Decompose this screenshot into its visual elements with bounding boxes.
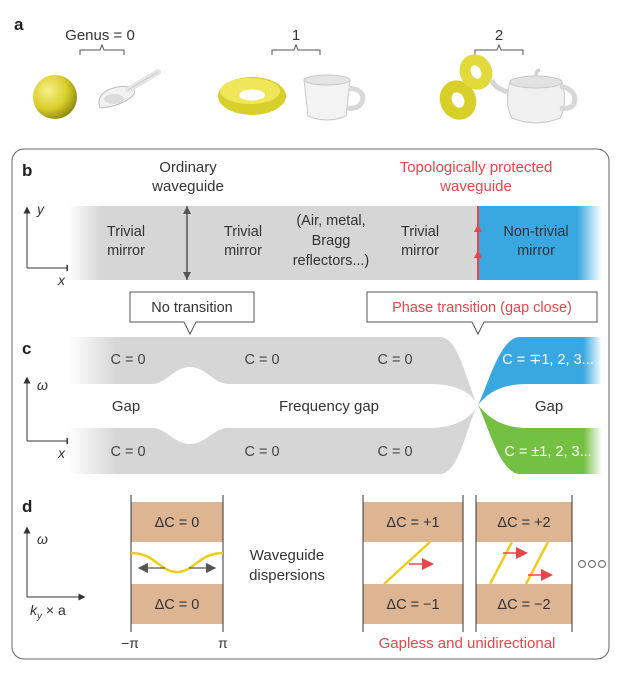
box3-dispersion-line-2 bbox=[524, 541, 550, 585]
upper-label-3: C = 0 bbox=[377, 352, 412, 368]
trivial-2-line1: Trivial bbox=[224, 224, 262, 240]
ordinary-title-1: Ordinary bbox=[159, 159, 217, 176]
lower-label-4: C = ±1, 2, 3... bbox=[504, 444, 591, 460]
lower-label-3: C = 0 bbox=[377, 444, 412, 460]
tick-pi: π bbox=[218, 635, 228, 651]
box2-bottom-label: ΔC = −1 bbox=[386, 597, 439, 613]
box3-bottom-label: ΔC = −2 bbox=[497, 597, 550, 613]
box2-top-label: ΔC = +1 bbox=[386, 515, 439, 531]
teapot-object bbox=[489, 68, 578, 124]
c-x-label: x bbox=[57, 445, 66, 461]
cup-object bbox=[303, 74, 366, 121]
box1-top-label: ΔC = 0 bbox=[155, 515, 200, 531]
lower-band bbox=[68, 405, 478, 474]
waveguide-text-1: Waveguide bbox=[250, 547, 325, 564]
panel-c: c ω x C = 0 C = 0 C = 0 C = ∓1, 2, 3... … bbox=[22, 337, 602, 474]
box1-dispersion-curve bbox=[130, 551, 224, 574]
nontrivial-strip bbox=[478, 206, 602, 280]
trivial-2-line2: mirror bbox=[224, 243, 262, 259]
nontrivial-line1: Non-trivial bbox=[503, 224, 568, 240]
upper-band bbox=[68, 337, 478, 405]
box1-bottom-band bbox=[131, 584, 223, 624]
box3-top-band bbox=[476, 502, 572, 542]
callout-phase-transition-text: Phase transition (gap close) bbox=[392, 300, 572, 316]
panel-b: b Ordinary waveguide Topologically prote… bbox=[22, 159, 602, 336]
genus-0-label: Genus = 0 bbox=[65, 27, 135, 44]
protected-arrow-1 bbox=[474, 224, 482, 232]
gap-left-label: Gap bbox=[112, 398, 140, 415]
genus-2-brace bbox=[474, 43, 524, 55]
box2-dispersion-line bbox=[383, 541, 431, 585]
box2-bottom-band bbox=[363, 584, 463, 624]
protected-title-1: Topologically protected bbox=[400, 159, 553, 176]
callout-no-transition-text: No transition bbox=[151, 300, 232, 316]
panel-d: d ω ky × a ΔC = 0 ΔC = 0 −π π Waveguide … bbox=[22, 495, 607, 652]
ordinary-arrow-down bbox=[183, 272, 191, 280]
genus-2-label: 2 bbox=[495, 27, 503, 44]
protected-title-2: waveguide bbox=[439, 178, 512, 195]
trivial-3-line2: mirror bbox=[401, 243, 439, 259]
dispersion-box-3: ΔC = +2 ΔC = −2 bbox=[475, 495, 573, 632]
dispersion-box-1: ΔC = 0 ΔC = 0 bbox=[130, 495, 224, 632]
ordinary-title-2: waveguide bbox=[151, 178, 224, 195]
lower-label-2: C = 0 bbox=[244, 444, 279, 460]
genus-1-brace bbox=[271, 43, 321, 55]
genus-0-brace bbox=[79, 43, 125, 55]
box3-dispersion-line-1 bbox=[488, 541, 514, 585]
panel-c-label: c bbox=[22, 339, 31, 358]
genus-1-label: 1 bbox=[292, 27, 300, 44]
gap-middle-label: Frequency gap bbox=[279, 398, 379, 415]
torus-object bbox=[218, 77, 286, 115]
lower-label-1: C = 0 bbox=[110, 444, 145, 460]
gap-right-label: Gap bbox=[535, 398, 563, 415]
upper-nontrivial-band bbox=[478, 337, 602, 405]
spoon-object bbox=[98, 69, 161, 109]
trivial-1-line2: mirror bbox=[107, 243, 145, 259]
panel-d-label: d bbox=[22, 497, 32, 516]
protected-arrow-2 bbox=[474, 250, 482, 258]
ordinary-arrow-up bbox=[183, 206, 191, 214]
panel-a: a Genus = 0 1 2 bbox=[14, 15, 578, 124]
b-y-label: y bbox=[36, 201, 45, 217]
d-x-label: ky × a bbox=[30, 602, 66, 622]
double-torus-object bbox=[439, 54, 493, 120]
upper-label-4: C = ∓1, 2, 3... bbox=[502, 352, 594, 368]
upper-label-2: C = 0 bbox=[244, 352, 279, 368]
box1-bottom-label: ΔC = 0 bbox=[155, 597, 200, 613]
box2-top-band bbox=[363, 502, 463, 542]
callout-phase-transition: Phase transition (gap close) bbox=[366, 291, 598, 336]
nontrivial-line2: mirror bbox=[517, 243, 555, 259]
panel-a-label: a bbox=[14, 15, 24, 34]
trivial-strip bbox=[68, 206, 478, 280]
box3-top-label: ΔC = +2 bbox=[497, 515, 550, 531]
c-y-label: ω bbox=[37, 377, 48, 393]
upper-label-1: C = 0 bbox=[110, 352, 145, 368]
middle-line3: reflectors...) bbox=[293, 253, 370, 269]
dispersion-box-2: ΔC = +1 ΔC = −1 bbox=[362, 495, 464, 632]
gapless-caption: Gapless and unidirectional bbox=[379, 635, 556, 652]
lower-nontrivial-band bbox=[478, 405, 602, 474]
tick-minus-pi: −π bbox=[121, 635, 139, 651]
middle-line2: Bragg bbox=[312, 233, 351, 249]
middle-line1: (Air, metal, bbox=[296, 213, 365, 229]
panel-frame bbox=[11, 148, 610, 660]
trivial-1-line1: Trivial bbox=[107, 224, 145, 240]
callout-no-transition: No transition bbox=[129, 291, 255, 336]
b-x-label: x bbox=[57, 272, 66, 288]
box1-top-band bbox=[131, 502, 223, 542]
box3-bottom-band bbox=[476, 584, 572, 624]
d-y-label: ω bbox=[37, 531, 48, 547]
trivial-3-line1: Trivial bbox=[401, 224, 439, 240]
sphere-object bbox=[33, 75, 77, 119]
ellipsis-dots bbox=[577, 559, 607, 569]
waveguide-text-2: dispersions bbox=[249, 567, 325, 584]
panel-b-label: b bbox=[22, 161, 32, 180]
